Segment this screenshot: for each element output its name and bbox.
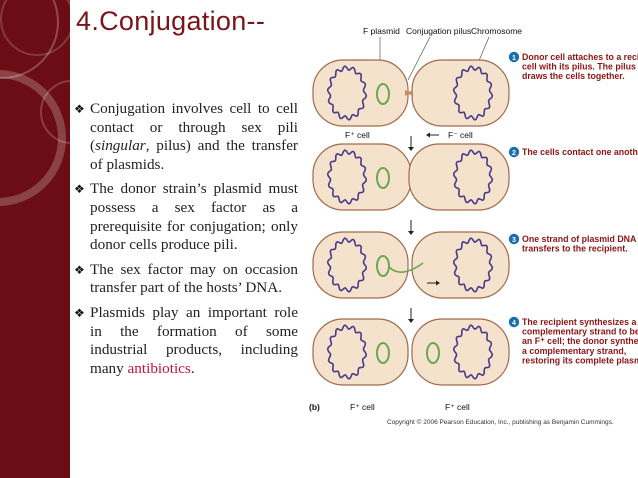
step-number: 2 <box>512 150 516 157</box>
f-plasmid <box>376 255 390 277</box>
bullet-list: ❖ Conjugation involves cell to cell conta… <box>74 100 298 384</box>
step-number: 4 <box>512 320 516 327</box>
donor-chromosome <box>326 149 368 205</box>
step-text-line: a complementary strand, <box>522 346 626 356</box>
conjugation-diagram: F plasmid Conjugation pilus Chromosome F… <box>309 26 638 426</box>
conjugation-pilus <box>405 90 413 96</box>
right-arrow-head <box>436 280 440 286</box>
down-arrow-head <box>408 147 414 151</box>
recipient-cell <box>411 59 510 127</box>
f-plasmid <box>376 342 390 364</box>
step-text-line: draws the cells together. <box>522 71 625 81</box>
step-text-line: One strand of plasmid DNA <box>522 234 637 244</box>
label-row1-left: F⁺ cell <box>345 130 370 140</box>
donor-cell <box>312 143 412 211</box>
donor-cell <box>312 231 409 299</box>
slide-title: 4.Conjugation-- <box>76 6 266 36</box>
recipient-cell <box>408 143 510 211</box>
diamond-bullet-icon: ❖ <box>74 182 85 197</box>
diamond-bullet-icon: ❖ <box>74 305 85 320</box>
recipient-chromosome <box>452 65 494 121</box>
recipient-cell <box>411 231 510 299</box>
step-number-badge <box>508 316 520 328</box>
decorative-ring <box>0 0 70 56</box>
recipient-plasmid <box>426 342 440 364</box>
donor-chromosome <box>326 324 368 380</box>
label-chromosome: Chromosome <box>471 26 522 36</box>
step-text-line: The recipient synthesizes a <box>522 317 637 327</box>
bullet-text: Plasmids play an important role in the f… <box>90 303 298 377</box>
step-2: 2 The cells contact one another. <box>508 146 638 158</box>
copyright-text: Copyright © 2006 Pearson Education, Inc.… <box>387 418 614 426</box>
label-row4-left: F⁺ cell <box>350 402 375 412</box>
step-number-badge <box>508 146 520 158</box>
recipient-chromosome <box>452 149 494 205</box>
donor-cell <box>312 318 409 386</box>
cell-pair-row-1 <box>312 59 510 151</box>
left-arrow-head <box>426 132 430 138</box>
step-text-line: an F⁺ cell; the donor synthesizes <box>522 336 638 346</box>
bullet-item: ❖ Plasmids play an important role in the … <box>74 304 298 378</box>
bullet-item: ❖ The sex factor may on occasion transfer… <box>74 261 298 298</box>
bullet-text: . <box>190 359 195 377</box>
conjugation-figure: F plasmid Conjugation pilus Chromosome F… <box>305 20 638 430</box>
cell-pair-row-3 <box>312 231 510 323</box>
step-text-line: The cells contact one another. <box>522 147 638 157</box>
step-text-line: cell with its pilus. The pilus <box>522 62 636 72</box>
donor-chromosome <box>326 65 368 121</box>
step-number: 3 <box>512 237 516 244</box>
highlight-term: antibiotics <box>127 359 191 377</box>
down-arrow-head <box>408 319 414 323</box>
bullet-text: The sex factor may on occasion transfer … <box>90 260 298 297</box>
bullet-item: ❖ The donor strain’s plasmid must possess… <box>74 180 298 254</box>
decorative-side-band <box>0 0 70 478</box>
leader-line <box>407 36 431 81</box>
recipient-chromosome <box>452 324 494 380</box>
step-number-badge <box>508 233 520 245</box>
diamond-bullet-icon: ❖ <box>74 102 85 116</box>
step-number-badge <box>508 51 520 63</box>
cell-pair-row-4 <box>312 318 510 386</box>
recipient-chromosome <box>452 237 494 293</box>
step-text-line: transfers to the recipient. <box>522 244 628 254</box>
donor-cell <box>312 59 409 127</box>
label-f-plasmid: F plasmid <box>363 26 400 36</box>
bullet-text: , pilus) and the transfer of plasmids. <box>90 137 298 173</box>
cell-pair-row-2 <box>312 143 510 235</box>
bullet-text: The donor strain’s plasmid must possess … <box>90 180 298 254</box>
label-row4-right: F⁺ cell <box>445 402 470 412</box>
step-number: 1 <box>512 55 516 62</box>
label-row1-right: F⁻ cell <box>448 130 473 140</box>
down-arrow-head <box>408 231 414 235</box>
italic-term: singular <box>95 137 146 155</box>
label-conjugation-pilus: Conjugation pilus <box>406 26 471 36</box>
panel-label: (b) <box>309 402 320 412</box>
f-plasmid <box>376 83 390 105</box>
f-plasmid <box>376 167 390 189</box>
bullet-text: Conjugation involves cell to cell contac… <box>90 100 298 155</box>
step-1: 1 Donor cell attaches to a recipientcell … <box>508 51 638 81</box>
step-text-line: Donor cell attaches to a recipient <box>522 52 638 62</box>
step-text-line: restoring its complete plasmid. <box>522 355 638 365</box>
step-text-line: complementary strand to become <box>522 327 638 337</box>
bullet-item: ❖ Conjugation involves cell to cell conta… <box>74 100 298 174</box>
donor-chromosome <box>326 237 368 293</box>
transferring-strand <box>388 262 424 273</box>
diamond-bullet-icon: ❖ <box>74 262 85 277</box>
step-4: 4 The recipient synthesizes acomplementar… <box>508 316 638 365</box>
